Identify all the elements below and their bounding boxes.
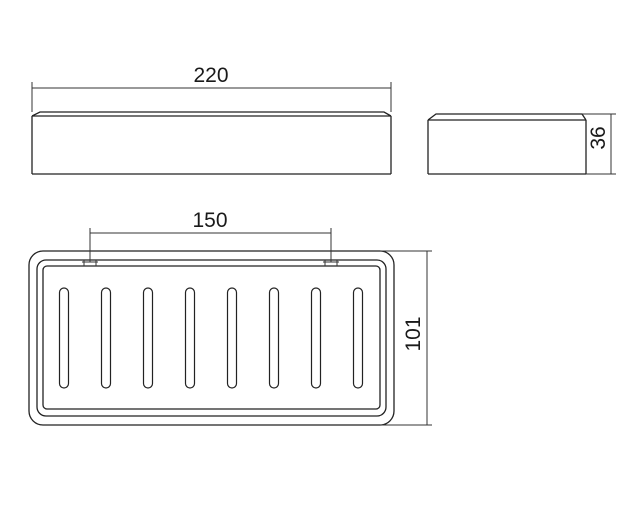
top-view-outer-rim [28,250,395,426]
side-view-top-lip [427,113,587,121]
mounting-distance-label: 150 [192,209,227,232]
depth-label: 101 [402,316,425,351]
top-view-basin [42,265,381,410]
drainage-slot [352,287,364,389]
front-view-top-lip [31,111,392,117]
mounting-points [82,260,339,266]
height-label: 36 [587,126,610,149]
drainage-slot [100,287,112,389]
drainage-slot [226,287,238,389]
top-view: 150 101 [28,209,432,426]
drainage-slot [268,287,280,389]
side-view: 36 [427,113,616,175]
drainage-slot [58,287,70,389]
top-view-inner-rim [36,259,387,417]
drainage-slot [184,287,196,389]
overall-length-label: 220 [193,64,228,87]
drainage-slot [142,287,154,389]
drainage-slot [310,287,322,389]
drainage-slots [58,287,364,389]
front-view: 220 [31,64,392,175]
